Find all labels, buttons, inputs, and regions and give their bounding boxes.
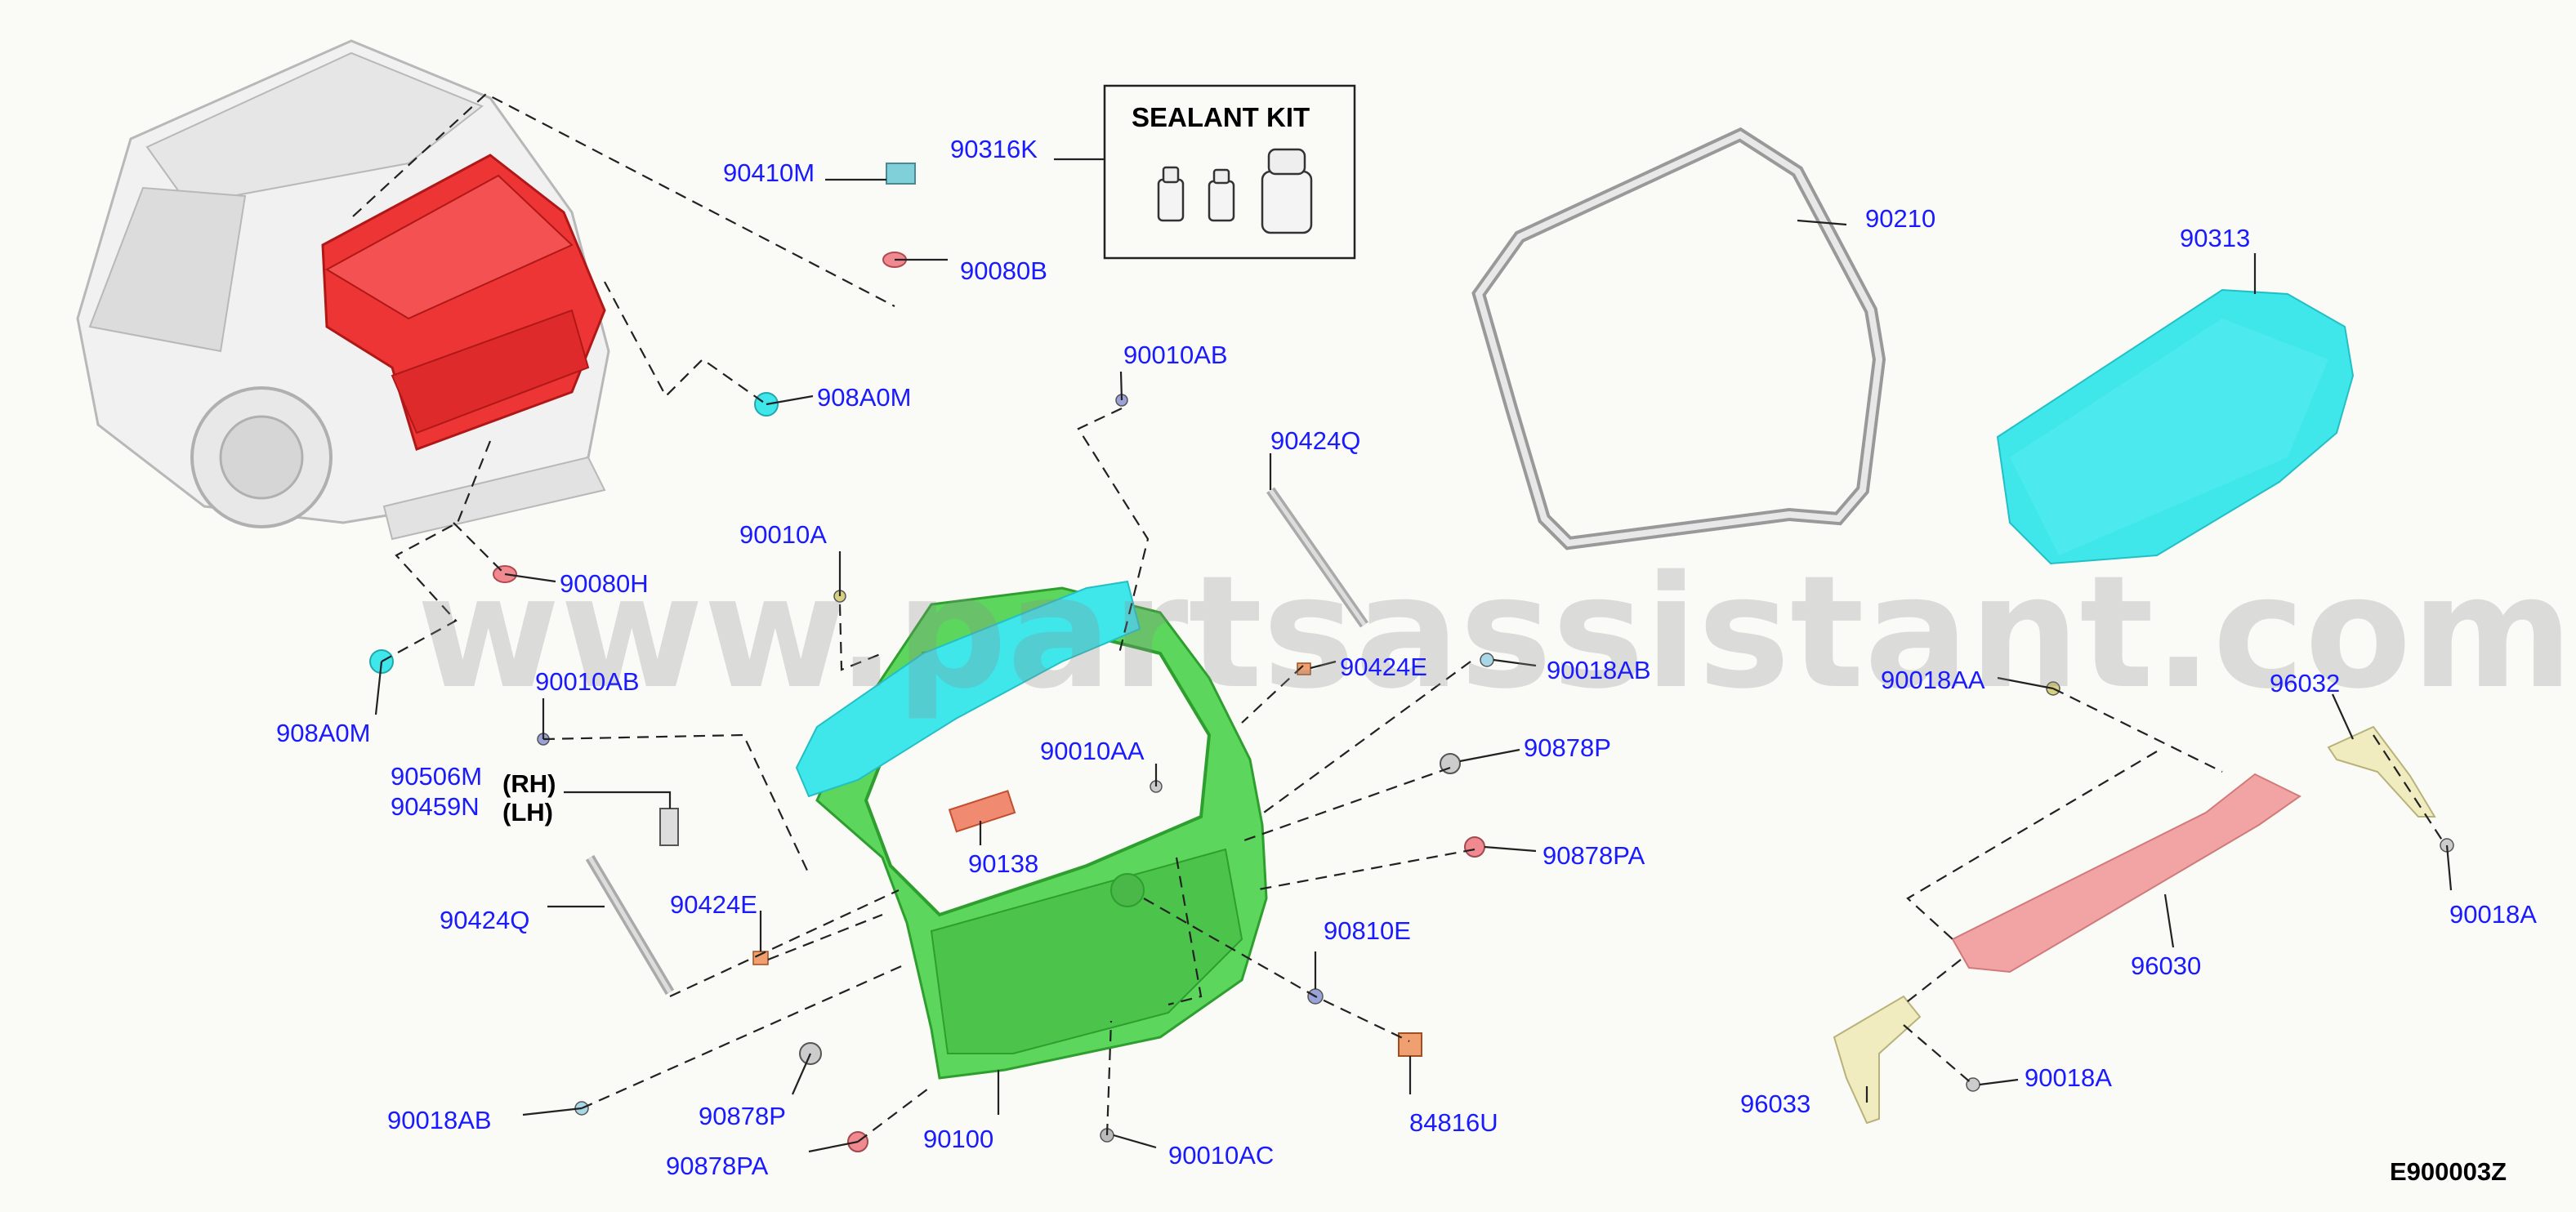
- callout-labels: 90316K 90410M 90080B 908A0M 90080H 908A0…: [276, 135, 2537, 1180]
- label-90424Q-right: 90424Q: [1270, 426, 1360, 455]
- label-90506M: 90506M: [391, 762, 482, 791]
- bracket-90424E-right: [1297, 662, 1311, 675]
- sealant-bottle-small-1: [1157, 166, 1185, 222]
- label-96032: 96032: [2270, 669, 2340, 697]
- label-90138: 90138: [968, 849, 1038, 878]
- label-90010A: 90010A: [739, 520, 827, 549]
- label-90018A-right: 90018A: [2449, 900, 2537, 929]
- latch-84816U: [1398, 1032, 1422, 1057]
- label-96033: 96033: [1740, 1089, 1810, 1118]
- label-90010AC: 90010AC: [1168, 1141, 1274, 1170]
- weatherstrip-90210: [1471, 127, 1886, 550]
- side-trim-96033: [1833, 995, 1922, 1125]
- label-90018AA: 90018AA: [1881, 666, 1985, 694]
- label-90316K: 90316K: [950, 135, 1038, 163]
- watermark: www.partsassistant.com: [417, 542, 2574, 723]
- label-96030: 96030: [2131, 951, 2201, 980]
- label-90010AB-left: 90010AB: [535, 667, 640, 696]
- label-90878P-right: 90878P: [1524, 733, 1611, 762]
- diagram-code: E900003Z: [2390, 1157, 2507, 1186]
- label-90080B: 90080B: [960, 256, 1047, 285]
- label-90459N: 90459N: [391, 792, 480, 821]
- clip-90410M: [886, 163, 916, 185]
- label-90410M: 90410M: [723, 158, 815, 187]
- label-90010AA: 90010AA: [1040, 737, 1145, 765]
- sealant-bottle-large: [1261, 148, 1313, 234]
- stay-damper-90424Q-left: [585, 854, 675, 996]
- label-90018AB-right: 90018AB: [1547, 656, 1651, 684]
- stay-damper-90424Q-right: [1266, 487, 1368, 628]
- label-90100: 90100: [923, 1125, 993, 1153]
- label-90878P-bottom: 90878P: [699, 1102, 786, 1130]
- assembly-lines: [352, 92, 2444, 1143]
- label-90810E: 90810E: [1324, 916, 1411, 945]
- license-lamp-90138: [948, 790, 1016, 833]
- sealant-kit-title: SEALANT KIT: [1132, 102, 1310, 132]
- label-90878PA-bottom: 90878PA: [666, 1152, 769, 1180]
- hinge-90506M-90459N: [659, 808, 679, 846]
- label-90424Q-left: 90424Q: [440, 906, 529, 934]
- sealant-bottle-small-2: [1208, 168, 1235, 222]
- label-908A0M-bottom: 908A0M: [276, 719, 370, 747]
- leader-lines: [374, 158, 2453, 1153]
- label-90210: 90210: [1865, 204, 1935, 233]
- label-90313: 90313: [2180, 224, 2250, 252]
- label-84816U: 84816U: [1409, 1108, 1498, 1137]
- label-90018AB-bottom: 90018AB: [387, 1106, 492, 1134]
- inner-trim-96030: [1951, 773, 2301, 974]
- bumper-90878PA-right: [1464, 836, 1485, 858]
- back-glass-90313: [1996, 288, 2355, 565]
- label-90080H: 90080H: [560, 569, 649, 598]
- label-90018A-bottom: 90018A: [2025, 1063, 2112, 1092]
- label-90424E-left: 90424E: [670, 890, 757, 919]
- label-90424E-right: 90424E: [1340, 653, 1427, 681]
- label-rh: (RH): [502, 769, 556, 798]
- label-90010AB-top: 90010AB: [1123, 341, 1228, 369]
- spoiler-glass-cyan: [795, 580, 1141, 798]
- sealant-kit-box: SEALANT KIT: [1103, 84, 1356, 260]
- label-90878PA-right: 90878PA: [1542, 841, 1645, 870]
- label-908A0M-top: 908A0M: [817, 383, 911, 412]
- back-door-on-vehicle: [321, 154, 606, 451]
- label-lh: (LH): [502, 798, 553, 827]
